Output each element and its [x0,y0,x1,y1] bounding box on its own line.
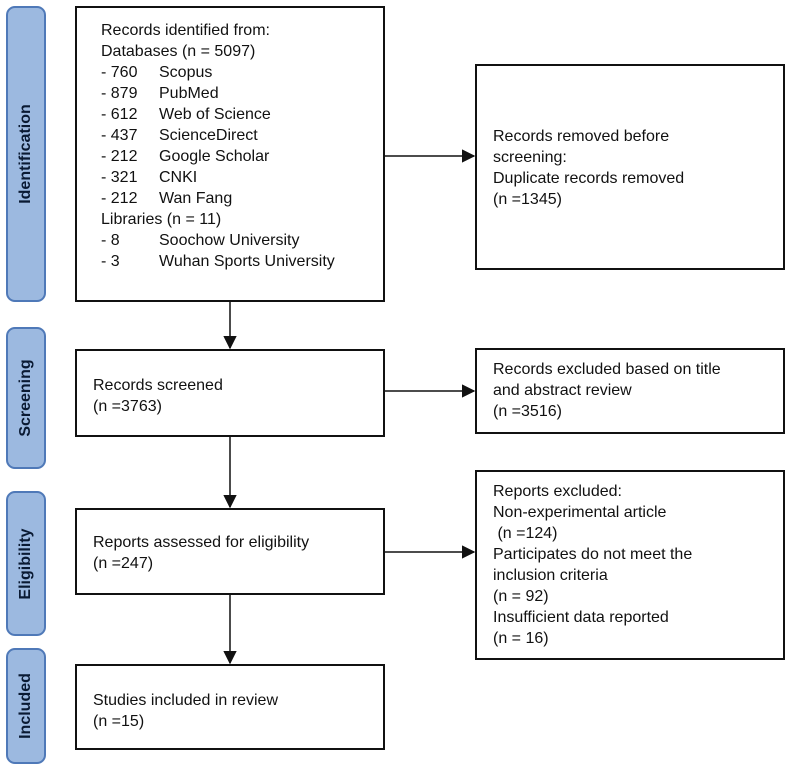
reason-participants: inclusion criteria [493,567,608,584]
phase-identification: Identification [6,6,46,302]
records-removed-line: screening: [493,149,567,166]
studies-included-label: Studies included in review [93,692,278,709]
studies-included-box: Studies included in review (n =15) [75,664,385,750]
records-removed-box: Records removed before screening: Duplic… [475,64,785,270]
records-screened-box: Records screened (n =3763) [75,349,385,437]
records-removed-line: Records removed before [493,128,670,145]
records-identified-title: Records identified from: [101,22,270,39]
phase-eligibility: Eligibility [6,491,46,636]
records-excluded-line: Records excluded based on title [493,361,721,378]
reason-participants-count: (n = 92) [493,588,549,605]
records-screened-count: (n =3763) [93,398,162,415]
libraries-label: Libraries (n = 11) [101,211,222,228]
records-excluded-line: and abstract review [493,382,632,399]
records-identified-box: Records identified from: Databases (n = … [75,6,385,302]
reason-insufficient-data-count: (n = 16) [493,630,549,647]
reports-assessed-count: (n =247) [93,555,154,572]
reports-excluded-title: Reports excluded: [493,483,622,500]
studies-included-count: (n =15) [93,713,145,730]
reports-assessed-box: Reports assessed for eligibility (n =247… [75,508,385,595]
duplicates-removed-label: Duplicate records removed [493,170,685,187]
phase-screening: Screening [6,327,46,469]
reports-assessed-label: Reports assessed for eligibility [93,534,310,551]
reason-non-experimental: Non-experimental article [493,504,667,521]
records-excluded-count: (n =3516) [493,403,562,420]
records-screened-label: Records screened [93,377,223,394]
reason-participants: Participates do not meet the [493,546,693,563]
reports-excluded-box: Reports excluded: Non-experimental artic… [475,470,785,660]
databases-label: Databases (n = 5097) [101,43,256,60]
phase-included: Included [6,648,46,764]
duplicates-removed-count: (n =1345) [493,191,562,208]
reason-non-experimental-count: (n =124) [493,525,558,542]
records-excluded-box: Records excluded based on title and abst… [475,348,785,434]
reason-insufficient-data: Insufficient data reported [493,609,669,626]
